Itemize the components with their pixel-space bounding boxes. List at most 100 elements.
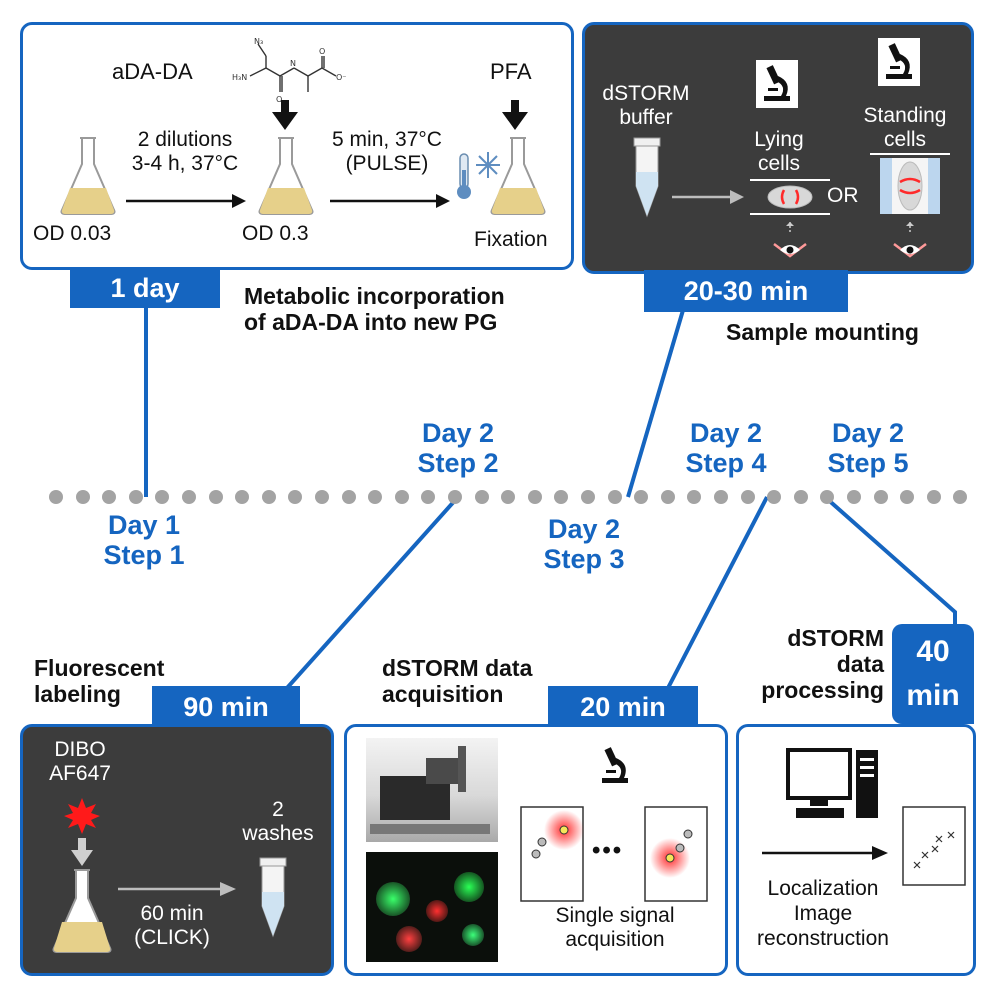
svg-text:O: O [276,95,282,104]
cell-slide-icon [870,153,950,214]
timeline-dot [926,490,941,504]
step-title: dSTORM data acquisition [382,655,533,707]
or-label: OR [827,184,859,207]
flask-icon [258,137,314,215]
click-label: 60 min (CLICK) [134,902,210,949]
svg-text:N: N [290,59,296,68]
step-title: dSTORM data processing [761,625,884,703]
timeline-label-step4: Day 2 Step 4 [685,418,767,479]
dye-label: DIBO AF647 [49,738,111,785]
step-title: Fluorescent labeling [34,655,165,707]
timeline-dot [554,490,569,504]
acquisition-caption: Single signal acquisition [555,904,675,951]
washes-label: 2 washes [242,798,314,845]
arrow-right-icon [330,194,450,208]
buffer-label: dSTORM buffer [602,82,690,129]
connector-step4 [666,496,769,689]
flask-icon [490,137,546,215]
timeline-dot [235,490,250,504]
computer-icon [786,748,878,818]
svg-text:O: O [319,47,325,56]
timeline-dot [394,490,409,504]
od-mid-label: OD 0.3 [242,222,309,245]
timeline-dot [368,490,383,504]
flask-icon [60,137,116,215]
signal-frame-icon [520,806,584,902]
timeline-dot [341,490,356,504]
timeline-dot [501,490,516,504]
timeline-dot [607,490,622,504]
timeline-dot [660,490,675,504]
timeline-label-step1: Day 1 Step 1 [103,510,185,571]
localization-plot-icon [902,806,966,886]
step-title: Metabolic incorporation of aDA-DA into n… [244,283,505,335]
timeline-dot [182,490,196,504]
arrow-right-icon [118,882,236,896]
dilution-text: 2 dilutions 3-4 h, 37°C [131,128,239,175]
flask-icon [52,869,112,953]
timeline-dot [900,490,915,504]
processing-caption: Localization Image reconstruction [757,877,889,951]
timeline-dot [49,490,63,504]
timeline-dot [767,490,782,504]
arrow-right-icon [672,190,744,204]
timeline-dot [208,490,223,504]
fixation-label: Fixation [474,228,548,251]
svg-text:H₃N: H₃N [232,73,247,82]
tube-icon [633,137,661,218]
timeline-dot [474,490,489,504]
arrow-down-icon [71,838,93,866]
signal-frame-icon [644,806,708,902]
timeline-dot [261,490,276,504]
timeline-dot [634,490,649,504]
timeline-dot [714,490,728,504]
timeline-dot [421,490,436,504]
microscope-icon [756,60,798,108]
pulse-text: 5 min, 37°C (PULSE) [332,128,442,175]
duration-badge: 90 min [152,686,300,728]
timeline-dot [847,490,861,504]
timeline-dot [687,490,702,504]
thermometer-snowflake-icon [457,152,500,199]
timeline-dot [102,490,117,504]
timeline-label-step3: Day 2 Step 3 [543,514,625,575]
molecule-icon: N₃ H₃N O N O O⁻ [232,37,347,104]
timeline-dot [288,490,303,504]
timeline-dot [75,490,90,504]
step-title: Sample mounting [726,319,919,345]
arrow-right-icon [762,846,888,860]
lying-cells-label: Lying cells [754,128,804,175]
arrow-down-icon [502,100,528,130]
timeline-dot [581,490,595,504]
duration-badge: 20 min [548,686,698,728]
timeline-dot [448,490,462,504]
duration-badge: 20-30 min [644,270,848,312]
timeline-dot [128,490,143,504]
eye-icon [773,222,807,258]
timeline-dot [953,490,968,504]
star-burst-icon [64,798,100,834]
timeline-dot [155,490,170,504]
timeline-label-step2: Day 2 Step 2 [417,418,499,479]
timeline-dot [315,490,329,504]
eye-icon [893,222,927,258]
fixative-label: PFA [490,59,532,84]
instrument-photo [366,738,498,842]
arrow-down-icon [272,100,298,130]
timeline-dot [873,490,888,504]
cell-slide-icon [750,179,830,215]
microscope-icon [878,38,920,86]
timeline-label-step5: Day 2 Step 5 [827,418,909,479]
timeline-dot [820,490,835,504]
microscope-icon [602,747,628,783]
od-start-label: OD 0.03 [33,222,112,245]
svg-text:N₃: N₃ [254,37,263,46]
reagent-label: aDA-DA [112,59,193,84]
arrow-right-icon [126,194,246,208]
connector-step3 [626,299,688,498]
timeline-dot [793,490,808,504]
svg-text:O⁻: O⁻ [336,73,347,82]
tube-icon [259,857,287,938]
